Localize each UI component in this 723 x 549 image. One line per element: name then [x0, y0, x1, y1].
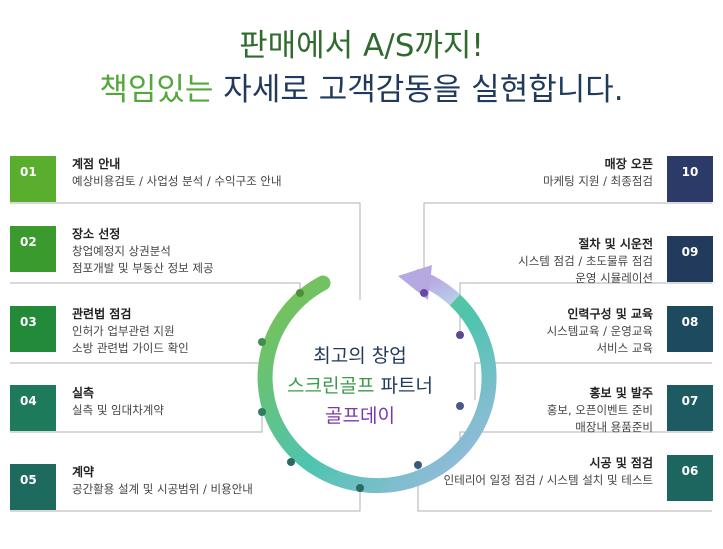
headline-rest: 자세로 고객감동을 실현합니다.	[213, 72, 624, 108]
step-number-badge: 01	[10, 156, 56, 202]
step-title: 인력구성 및 교육	[567, 307, 653, 321]
step-description: 홍보, 오픈이벤트 준비	[546, 403, 653, 417]
step-number-badge: 07	[667, 385, 713, 431]
step-description: 마케팅 지원 / 최종점검	[542, 174, 653, 188]
step-description: 실측 및 임대차계약	[72, 403, 164, 417]
center-accent: 스크린골프	[287, 375, 375, 397]
step-description: 서비스 교육	[596, 341, 653, 355]
step-description: 매장내 용품준비	[575, 420, 653, 434]
step-number-badge: 10	[667, 156, 713, 202]
step-description: 점포개발 및 부동산 정보 제공	[72, 261, 214, 275]
step-description: 창업예정지 상권분석	[72, 244, 171, 258]
step-number-badge: 06	[667, 455, 713, 501]
headline-line1: 판매에서 A/S까지!	[239, 28, 484, 64]
step-title: 관련법 점검	[72, 307, 132, 321]
step-description: 예상비용검토 / 사업성 분석 / 수익구조 안내	[72, 174, 282, 188]
step-number-badge: 03	[10, 306, 56, 352]
step-description: 시스템 점검 / 초도물류 점검	[518, 254, 653, 268]
ring-dots	[258, 289, 464, 492]
step-number-badge: 08	[667, 306, 713, 352]
headline-line2: 책임있는 자세로 고객감동을 실현합니다.	[0, 64, 723, 109]
step-title: 절차 및 시운전	[578, 237, 653, 251]
step-title: 계점 안내	[72, 157, 121, 171]
center-rest: 파트너	[374, 375, 433, 397]
step-number-badge: 02	[10, 226, 56, 272]
step-description: 시스템교육 / 운영교육	[546, 324, 653, 338]
cycle-ring	[257, 275, 497, 494]
step-title: 장소 선정	[72, 227, 121, 241]
step-description: 인테리어 일정 점검 / 시스템 설치 및 테스트	[443, 473, 653, 487]
step-title: 매장 오픈	[604, 157, 653, 171]
center-brand: 골프데이	[325, 405, 395, 427]
step-description: 소방 관련법 가이드 확인	[72, 341, 189, 355]
step-number-badge: 09	[667, 236, 713, 282]
step-description: 운영 시뮬레이션	[575, 271, 653, 285]
center-line1: 최고의 창업	[313, 345, 407, 367]
step-number-badge: 05	[10, 464, 56, 510]
step-description: 공간활용 설계 및 시공범위 / 비용안내	[72, 482, 253, 496]
left-connector-lines	[10, 202, 361, 512]
step-title: 홍보 및 발주	[589, 386, 653, 400]
center-line2: 스크린골프 파트너	[280, 371, 440, 398]
step-number-badge: 04	[10, 385, 56, 431]
step-title: 계약	[72, 465, 95, 479]
step-description: 인허가 업부관련 지원	[72, 324, 175, 338]
headline-accent: 책임있는	[99, 72, 214, 108]
step-title: 실측	[72, 386, 95, 400]
step-title: 시공 및 점검	[589, 456, 653, 470]
